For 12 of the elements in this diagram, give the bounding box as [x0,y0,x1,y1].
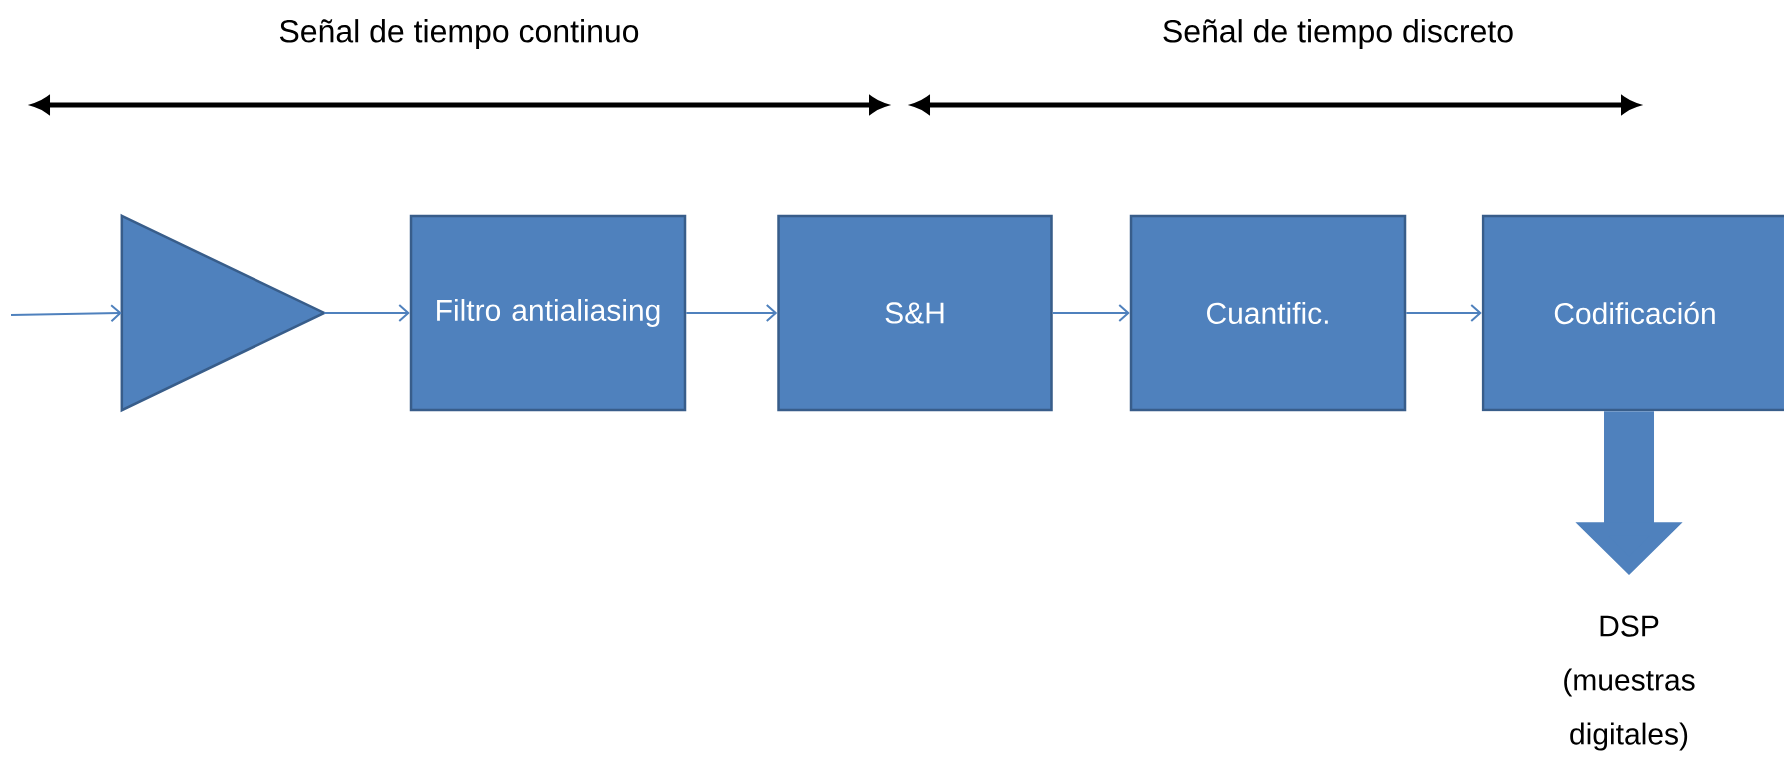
arrow [1051,304,1130,322]
block-box: Filtro antialiasing [409,214,687,412]
arrow [685,304,778,322]
arrow [323,304,410,322]
range-label: Señal de tiempo continuo [279,19,639,49]
range-label: Señal de tiempo discreto [1163,19,1513,49]
output-label: DSP (muestras digitales) [1564,615,1695,751]
block-box: Cuantific. [1129,214,1407,412]
arrow [1405,304,1482,322]
arrow [10,304,122,323]
block-box: Codificación [1481,214,1784,412]
block-box: S&H [777,214,1053,412]
